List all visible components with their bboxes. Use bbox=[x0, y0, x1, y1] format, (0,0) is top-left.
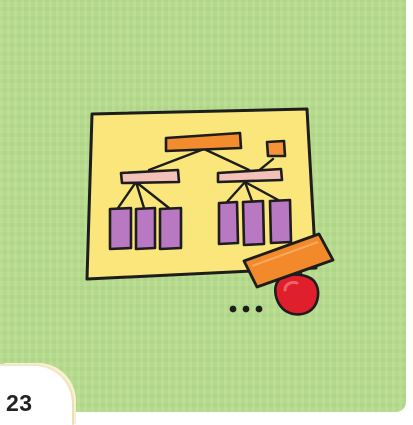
ellipsis-icon bbox=[230, 306, 263, 313]
ellipsis-dot bbox=[243, 306, 250, 313]
side-square bbox=[267, 141, 285, 156]
page-number: 23 bbox=[6, 388, 56, 418]
org-chart-icon bbox=[0, 0, 406, 412]
leaf-box bbox=[243, 201, 264, 245]
ellipsis-dot bbox=[256, 306, 263, 313]
illustration-panel bbox=[0, 0, 406, 412]
mid-box-left bbox=[121, 170, 179, 183]
leaf-box bbox=[219, 202, 238, 244]
leaf-box bbox=[110, 208, 131, 249]
leaf-box bbox=[270, 200, 291, 243]
leaf-box bbox=[160, 208, 181, 249]
leaf-box bbox=[136, 208, 155, 249]
leaf-boxes-left bbox=[110, 208, 181, 249]
ellipsis-dot bbox=[230, 306, 237, 313]
leaf-boxes-right bbox=[219, 200, 291, 245]
